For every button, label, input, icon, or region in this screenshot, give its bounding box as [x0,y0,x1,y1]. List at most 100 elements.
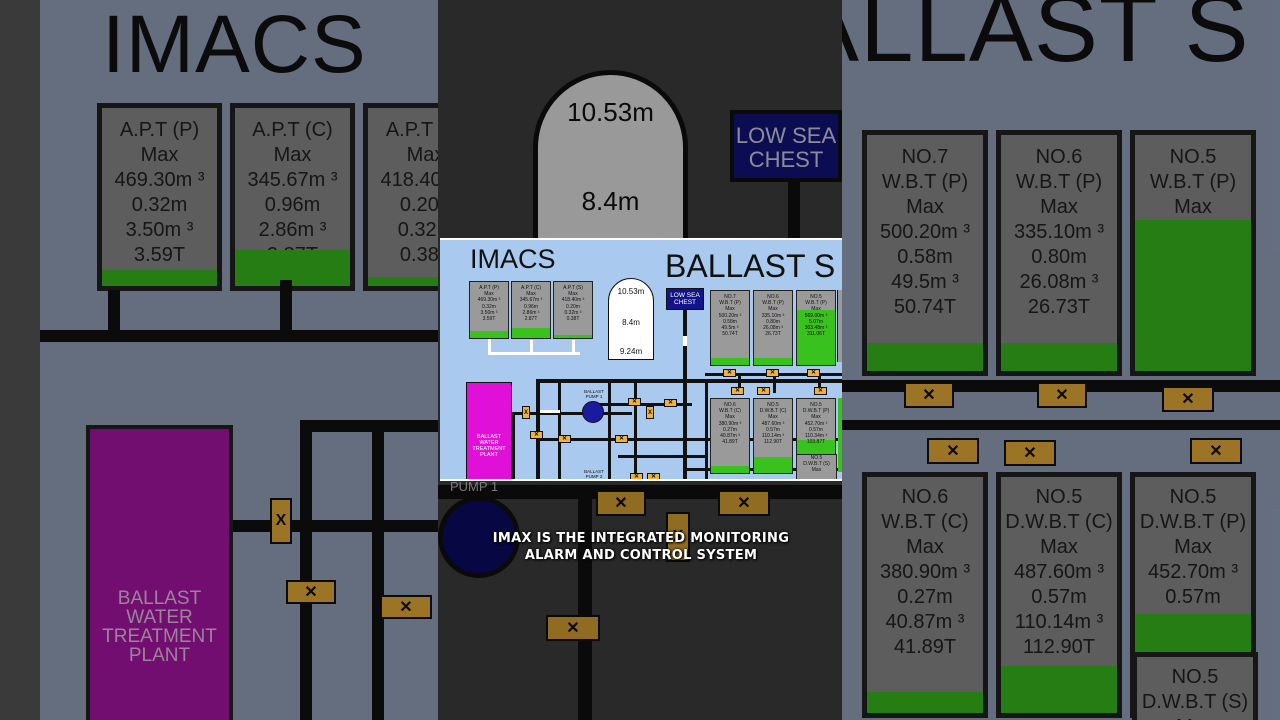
valve-icon[interactable]: ✕ [628,398,641,406]
tank-line: Max [725,306,735,313]
tank-line: NO.6 [724,402,736,408]
bg-valve-icon: ✕ [596,490,646,516]
tank-line: 0.32m [482,303,496,310]
tank-line: 0.38T [566,316,580,323]
tank-no5-dwbt-s[interactable]: NO.5 D.W.B.T (S) Max [796,454,837,479]
tank-line: W.B.T (P) [1015,171,1103,193]
valve-icon[interactable]: ✕ [766,369,779,377]
tank-line: 26.08m ³ [763,325,783,332]
tank-line: Max [273,144,312,166]
valve-icon[interactable]: ✕ [630,473,643,479]
low-sea-chest[interactable]: LOW SEA CHEST [666,288,704,310]
ballast-pump-2-label: BALLAST PUMP 2 [584,469,604,479]
tank-line: D.W.B.T (P) [1139,511,1247,533]
valve-icon[interactable]: ✕ [814,387,827,395]
tank-line: 26.73T [765,331,781,338]
valve-icon[interactable]: X [646,406,654,419]
tank-line: Max [811,306,821,313]
tank-line: 110.14m ³ [761,433,785,440]
tank-line: A.P.T (C) [520,285,542,291]
tank-line: NO.5 [1035,486,1083,508]
valve-icon[interactable]: X [522,406,530,419]
tank-line: 110.14m ³ [1014,611,1104,633]
tank-line: 26.73T [1027,296,1091,318]
valve-icon[interactable]: ✕ [530,431,543,439]
tank-line: 3.50m ³ [125,219,194,241]
valve-icon[interactable]: ✕ [558,435,571,443]
tank-line: NO.7 [901,146,949,168]
level-fill [797,309,835,365]
valve-icon[interactable]: ✕ [757,387,770,395]
tank-line: 0.20m [566,303,580,310]
ballast-water-treatment-plant[interactable]: BALLAST WATER TREATMENT PLANT [466,382,512,479]
tank-line: 5.07m [809,318,823,325]
valve-icon[interactable]: ✕ [647,473,660,479]
dome-tank: 10.53m 8.4m 9.24m [608,278,654,360]
caption-line-1: IMAX IS THE INTEGRATED MONITORING [492,531,790,546]
valve-icon[interactable]: ✕ [664,399,677,407]
tank-line: 0.57m [766,426,780,433]
tank-line: 3.59T [482,316,496,323]
level-fill [867,691,983,713]
bg-valve-icon: ✕ [927,438,979,464]
level-fill [554,334,592,338]
ballast-title: BALLAST S [665,248,836,284]
tank-line: 0.20 ³ [399,194,438,216]
tank-line: 345.67m ³ [519,297,543,304]
tank-line: W.B.T (P) [881,171,969,193]
valve-icon[interactable]: ✕ [731,387,744,395]
bg-right-tank-partial: NO.5D.W.B.T (S)Max [1132,652,1258,720]
tank-line: A.P.T (P) [479,285,499,291]
tank-line: Max [484,291,494,298]
valve-icon[interactable]: ✕ [807,369,820,377]
tank-line: 2.86m ³ [522,309,540,316]
tank-line: NO.6 [901,486,949,508]
tank-line: 112.90T [764,439,782,446]
tank-line: NO.5 [810,402,822,408]
bg-valve-icon: ✕ [1162,386,1214,412]
tank-line: A.P.T (C) [252,119,333,141]
tank-line: D.W.B.T (C) [1005,511,1113,533]
level-fill [867,342,983,371]
tank-line: Max [1174,196,1212,218]
tank-line: 0.38T [399,244,438,266]
subtitle-caption: IMAX IS THE INTEGRATED MONITORING ALARM … [440,530,842,564]
tank-line: 0.58m [897,246,953,268]
level-fill [1001,342,1117,371]
bg-ballast-title: BALLAST S [842,0,1250,82]
tank-line: 380.90m ³ [718,420,742,427]
tank-line: 0.96m [264,194,321,216]
tank-line: Max [1040,536,1078,558]
tank-line: 40.87m ³ [885,611,965,633]
tank-line: 487.60m ³ [1013,561,1105,583]
tank-line: 0.32m ³ [564,309,582,316]
tank-line: Max [1174,536,1212,558]
level-fill [754,456,792,473]
tank-line: Max [568,291,578,298]
tank-line: NO.5 [1169,146,1217,168]
valve-icon[interactable]: ✕ [615,435,628,443]
bg-sea-chest: LOW SEA CHEST [730,110,842,182]
tank-line: 3.59T [133,244,186,266]
bg-valve-icon: ✕ [1037,382,1087,408]
tank-line: Max [768,306,778,313]
valve-icon[interactable]: ✕ [723,369,736,377]
level-fill [711,357,749,365]
caption-line-2: ALARM AND CONTROL SYSTEM [524,548,758,563]
ballast-pump-1-icon[interactable] [582,401,604,423]
tank-line: 50.74T [893,296,957,318]
